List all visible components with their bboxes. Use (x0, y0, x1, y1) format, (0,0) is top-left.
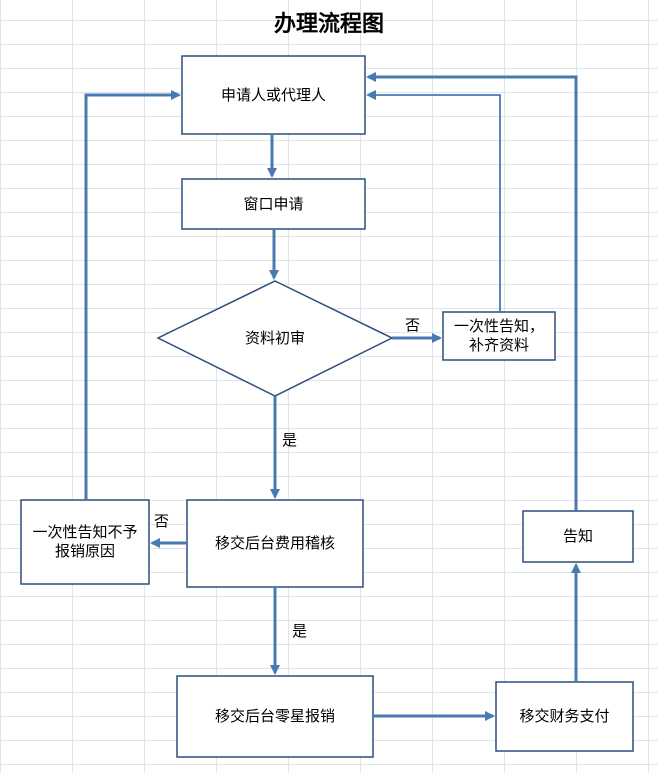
notify-label: 告知 (562, 527, 593, 545)
notify-supplement-box (442, 311, 556, 361)
finance-pay-label: 移交财务支付 (519, 707, 610, 725)
notify-supplement-label: 一次性告知，补齐资料 (453, 317, 544, 354)
notify-reject-label: 一次性告知不予报销原因 (32, 523, 138, 560)
edge-label-yes-reimburse: 是 (292, 622, 308, 640)
backend-reimburse-label: 移交后台零星报销 (214, 707, 335, 725)
edge-label-no-reject: 否 (154, 512, 170, 530)
edge-label-yes-backend: 是 (282, 431, 298, 449)
notify-box (522, 510, 634, 563)
arrow-supplement-to-applicant (366, 90, 501, 312)
page-title: 办理流程图 (273, 11, 384, 37)
applicant-label: 申请人或代理人 (220, 85, 326, 104)
backend-reimburse-box (176, 675, 374, 758)
prelim-review-label: 资料初审 (244, 328, 305, 347)
arrow-notify-to-applicant (366, 72, 578, 511)
window-apply-box (181, 178, 366, 230)
backend-review-box (186, 499, 364, 588)
window-apply-label: 窗口申请 (243, 194, 304, 213)
notify-reject-box (20, 499, 150, 585)
finance-pay-box (495, 681, 634, 752)
edge-label-no-supplement: 否 (405, 316, 421, 334)
backend-review-label: 移交后台费用稽核 (214, 534, 335, 552)
arrow-reject-to-applicant (84, 90, 181, 500)
